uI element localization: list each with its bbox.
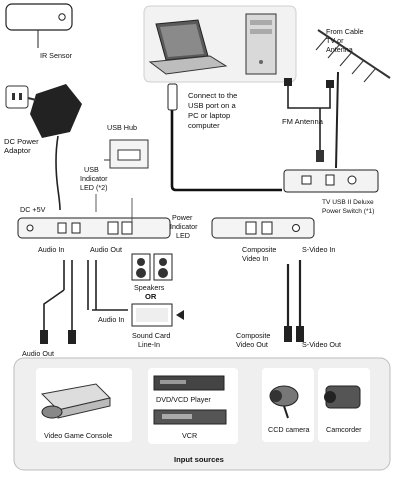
ir-sensor: [5, 3, 73, 48]
or-label: OR: [145, 292, 157, 301]
audio-in-top-label: Audio In: [38, 245, 64, 254]
camcorder-image: [324, 385, 361, 409]
svideo-in-label: S-Video In: [302, 245, 335, 254]
power-adaptor-image: [5, 84, 82, 211]
composite-in-label-2: Video In: [242, 254, 268, 263]
camcorder-label: Camcorder: [326, 425, 362, 434]
vcr-image: [153, 409, 227, 425]
power-led-label-1: Power: [172, 213, 193, 222]
fm-antenna-label: FM Antenna: [282, 117, 324, 126]
tv-usb-device-top: [283, 169, 379, 193]
speakers-image: [131, 253, 173, 281]
power-led-label-3: LED: [176, 231, 190, 240]
dc-5v-label: DC +5V: [20, 205, 46, 214]
vcr-label: VCR: [182, 431, 197, 440]
input-sources-label: Input sources: [174, 455, 224, 464]
video-cables: [284, 260, 304, 342]
usb-led-label-2: Indicator: [80, 174, 108, 183]
cable-label-2: TV or: [326, 36, 344, 45]
sound-card-label-2: Line-In: [138, 340, 160, 349]
dc-power-label-1: DC Power: [4, 137, 39, 146]
ccd-camera-image: [269, 385, 299, 419]
dvd-player-image: [153, 375, 225, 391]
power-switch-label-1: TV USB II Deluxe: [322, 199, 374, 206]
composite-out-label-2: Video Out: [236, 340, 268, 349]
audio-cables: [40, 260, 128, 344]
audio-out-bottom-label: Audio Out: [22, 349, 54, 358]
usb-led-label-1: USB: [84, 165, 99, 174]
video-game-console-image: [40, 383, 111, 419]
connect-label-1: Connect to the: [188, 91, 237, 100]
power-led-label-2: Indicator: [170, 222, 198, 231]
audio-in-mid-label: Audio In: [98, 315, 124, 324]
usb-cable: [170, 108, 282, 192]
audio-out-top-label: Audio Out: [90, 245, 122, 254]
connect-label-4: computer: [188, 121, 220, 130]
svideo-out-label: S-Video Out: [302, 340, 341, 349]
usb-led-label-3: LED (*2): [80, 183, 108, 192]
connect-label-2: USB port on a: [188, 101, 236, 110]
composite-in-label-1: Composite: [242, 245, 276, 254]
tv-usb-device-main: [17, 198, 315, 239]
computer-image: [143, 5, 297, 83]
sound-card-label-1: Sound Card: [132, 331, 170, 340]
ir-sensor-label: IR Sensor: [40, 51, 73, 60]
speakers-label: Speakers: [134, 283, 165, 292]
cable-label-1: From Cable: [326, 27, 364, 36]
usb-hub-image: [104, 139, 149, 169]
sound-card-image: [131, 303, 184, 327]
tv-antenna-image: [315, 29, 391, 169]
dc-power-label-2: Adaptor: [4, 146, 31, 155]
dvd-vcd-label: DVD/VCD Player: [156, 395, 211, 404]
fm-antenna-image: [284, 78, 334, 162]
usb-plug-icon: [167, 83, 178, 111]
cable-label-3: Antenna: [326, 45, 353, 54]
usb-hub-label: USB Hub: [107, 123, 137, 132]
ccd-camera-label: CCD camera: [268, 425, 310, 434]
composite-out-label-1: Composite: [236, 331, 270, 340]
connect-label-3: PC or laptop: [188, 111, 230, 120]
video-game-label: Video Game Console: [44, 431, 112, 440]
power-switch-label-2: Power Switch (*1): [322, 208, 374, 215]
